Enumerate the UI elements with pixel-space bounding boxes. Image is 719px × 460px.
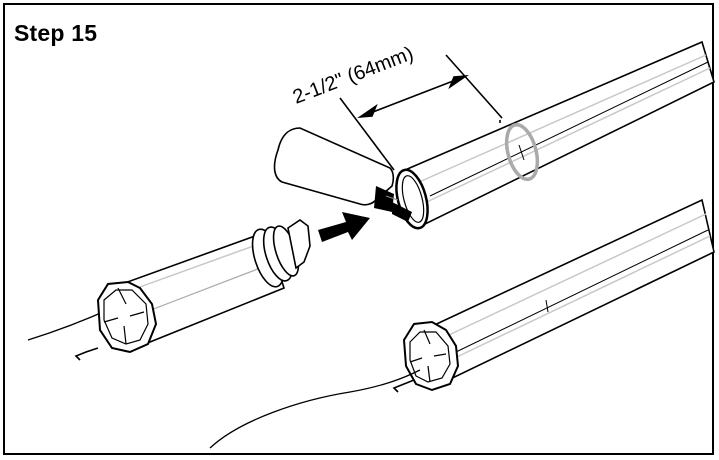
dimension-label: 2-1/2" (64mm)	[290, 43, 417, 109]
insert-arrow	[318, 212, 370, 242]
upper-tube	[404, 40, 715, 230]
lower-tube-cog-end	[392, 320, 460, 393]
step-title: Step 15	[14, 20, 98, 46]
lower-wire	[209, 369, 421, 449]
end-plug-assembly	[27, 219, 311, 361]
glue-bottle	[273, 127, 412, 222]
dimension-marker	[339, 54, 503, 171]
lower-tube	[427, 198, 715, 386]
marker-ring	[504, 122, 540, 182]
